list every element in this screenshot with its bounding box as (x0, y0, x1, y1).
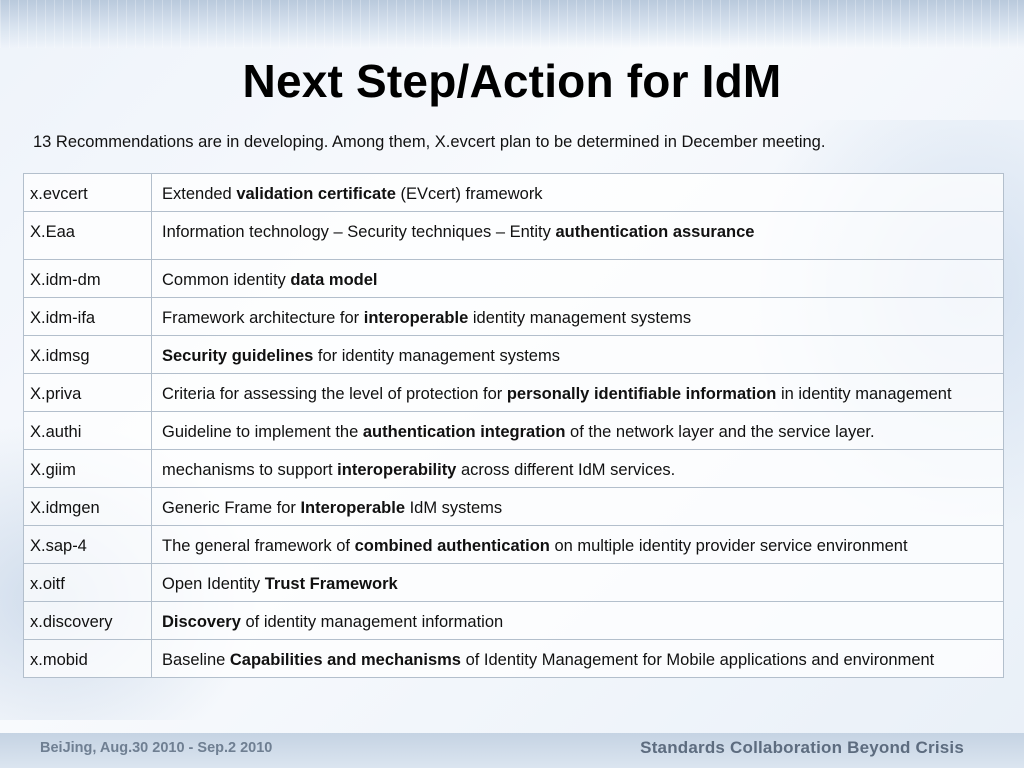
rec-description: Baseline Capabilities and mechanisms of … (151, 639, 1004, 678)
rec-description: Discovery of identity management informa… (151, 601, 1004, 640)
rec-keyword: Capabilities and mechanisms (229, 651, 461, 669)
header-decoration (0, 0, 1024, 48)
rec-code: X.sap-4 (23, 525, 152, 564)
rec-text: Open Identity (162, 575, 265, 593)
table-row: X.idm-dm Common identity data model (23, 259, 1004, 298)
rec-text: for identity management systems (313, 347, 560, 365)
rec-text: of identity management information (240, 613, 504, 631)
rec-code: x.evcert (23, 173, 152, 212)
rec-keyword: data model (290, 271, 378, 289)
rec-description: The general framework of combined authen… (151, 525, 1004, 564)
rec-text: Guideline to implement the (162, 423, 363, 441)
rec-text: Framework architecture for (162, 309, 364, 327)
rec-description: Extended validation certificate (EVcert)… (151, 173, 1004, 212)
footer-bar: BeiJing, Aug.30 2010 - Sep.2 2010 Standa… (0, 733, 1024, 768)
rec-code: X.giim (23, 449, 152, 488)
table-row: x.discovery Discovery of identity manage… (23, 601, 1004, 640)
rec-description: Open Identity Trust Framework (151, 563, 1004, 602)
rec-keyword: Discovery (162, 613, 241, 631)
rec-text: across different IdM services. (456, 461, 676, 479)
rec-text: (EVcert) framework (395, 185, 543, 203)
rec-text: Extended (162, 185, 237, 203)
rec-keyword: Security guidelines (162, 347, 314, 365)
rec-description: Security guidelines for identity managem… (151, 335, 1004, 374)
rec-text: IdM systems (405, 499, 503, 517)
rec-code: x.mobid (23, 639, 152, 678)
intro-text: 13 Recommendations are in developing. Am… (33, 133, 826, 151)
rec-text: of the network layer and the service lay… (565, 423, 875, 441)
rec-keyword: interoperable (363, 309, 469, 327)
rec-code: X.idmgen (23, 487, 152, 526)
rec-text: in identity management (776, 385, 952, 403)
rec-description: mechanisms to support interoperability a… (151, 449, 1004, 488)
table-row: X.sap-4 The general framework of combine… (23, 525, 1004, 564)
table-row: X.giim mechanisms to support interoperab… (23, 449, 1004, 488)
recommendations-table: x.evcert Extended validation certificate… (23, 173, 1004, 678)
footer-location-date: BeiJing, Aug.30 2010 - Sep.2 2010 (40, 740, 273, 756)
footer-slogan: Standards Collaboration Beyond Crisis (640, 738, 964, 757)
rec-text: mechanisms to support (162, 461, 338, 479)
rec-keyword: interoperability (337, 461, 457, 479)
rec-code: X.idm-dm (23, 259, 152, 298)
rec-text: of Identity Management for Mobile applic… (460, 651, 935, 669)
rec-text: Common identity (162, 271, 291, 289)
rec-description: Information technology – Security techni… (151, 211, 1004, 260)
table-row: X.authi Guideline to implement the authe… (23, 411, 1004, 450)
rec-description: Guideline to implement the authenticatio… (151, 411, 1004, 450)
rec-description: Criteria for assessing the level of prot… (151, 373, 1004, 412)
rec-keyword: combined authentication (354, 537, 550, 555)
rec-text: Criteria for assessing the level of prot… (162, 385, 507, 403)
rec-keyword: authentication integration (362, 423, 566, 441)
rec-description: Generic Frame for Interoperable IdM syst… (151, 487, 1004, 526)
rec-keyword: Interoperable (300, 499, 405, 517)
rec-text: on multiple identity provider service en… (549, 537, 908, 555)
rec-text: Information technology – Security techni… (162, 223, 556, 241)
table-row: X.idm-ifa Framework architecture for int… (23, 297, 1004, 336)
table-row: X.priva Criteria for assessing the level… (23, 373, 1004, 412)
table-row: x.mobid Baseline Capabilities and mechan… (23, 639, 1004, 678)
rec-text: Baseline (162, 651, 230, 669)
rec-code: X.priva (23, 373, 152, 412)
rec-keyword: authentication assurance (555, 223, 755, 241)
rec-text: The general framework of (162, 537, 355, 555)
rec-text: Generic Frame for (162, 499, 301, 517)
rec-code: x.discovery (23, 601, 152, 640)
rec-code: X.idmsg (23, 335, 152, 374)
table-row: x.evcert Extended validation certificate… (23, 173, 1004, 212)
rec-text: identity management systems (468, 309, 692, 327)
rec-code: X.idm-ifa (23, 297, 152, 336)
table-row: X.Eaa Information technology – Security … (23, 211, 1004, 260)
rec-description: Common identity data model (151, 259, 1004, 298)
rec-keyword: personally identifiable information (506, 385, 777, 403)
rec-keyword: Trust Framework (264, 575, 398, 593)
table-row: X.idmgen Generic Frame for Interoperable… (23, 487, 1004, 526)
table-row: x.oitf Open Identity Trust Framework (23, 563, 1004, 602)
rec-code: X.authi (23, 411, 152, 450)
table-row: X.idmsg Security guidelines for identity… (23, 335, 1004, 374)
rec-code: X.Eaa (23, 211, 152, 260)
rec-description: Framework architecture for interoperable… (151, 297, 1004, 336)
slide-title: Next Step/Action for IdM (242, 55, 782, 107)
rec-keyword: validation certificate (236, 185, 396, 203)
rec-code: x.oitf (23, 563, 152, 602)
